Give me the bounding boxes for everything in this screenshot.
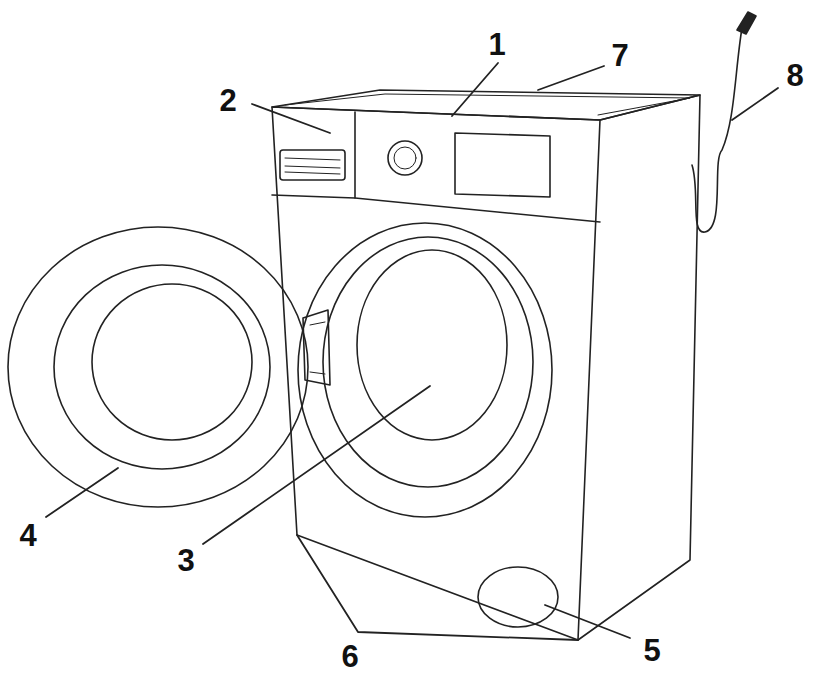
machine-front <box>272 107 600 640</box>
drawer-grip <box>285 158 340 174</box>
display <box>455 133 550 197</box>
leader-line <box>545 605 630 638</box>
callout-number: 7 <box>611 40 628 71</box>
hinge-detail <box>310 322 325 374</box>
program-knob-inner <box>394 147 416 169</box>
callout-number: 3 <box>177 545 194 576</box>
leader-line <box>252 104 330 133</box>
door-hinge <box>303 310 330 385</box>
door-ring <box>54 265 270 469</box>
machine-side <box>578 95 700 640</box>
door-glass <box>92 284 252 440</box>
panel-divider <box>354 112 356 198</box>
porthole-rim <box>298 223 552 517</box>
power-cord <box>692 28 742 232</box>
callout-number: 5 <box>643 635 660 666</box>
leader-line <box>203 386 430 544</box>
filter-cover <box>478 567 558 627</box>
program-knob <box>388 141 422 175</box>
machine-top-edge <box>285 94 690 115</box>
leader-line <box>46 468 118 517</box>
leader-line <box>732 88 778 120</box>
callout-number: 1 <box>488 29 505 60</box>
callout-number: 4 <box>19 520 36 551</box>
porthole-gasket <box>323 237 533 487</box>
leader-line <box>452 63 498 116</box>
door-frame <box>8 227 308 507</box>
panel-bottom-line <box>272 195 600 222</box>
drum-opening <box>357 250 507 440</box>
leader-line <box>538 66 604 90</box>
leader-lines <box>46 63 778 640</box>
callout-number: 8 <box>786 60 803 91</box>
power-plug <box>737 12 756 34</box>
detergent-drawer <box>280 150 345 180</box>
callout-number: 2 <box>219 85 236 116</box>
leader-line <box>297 535 578 640</box>
callout-number: 6 <box>341 641 358 672</box>
